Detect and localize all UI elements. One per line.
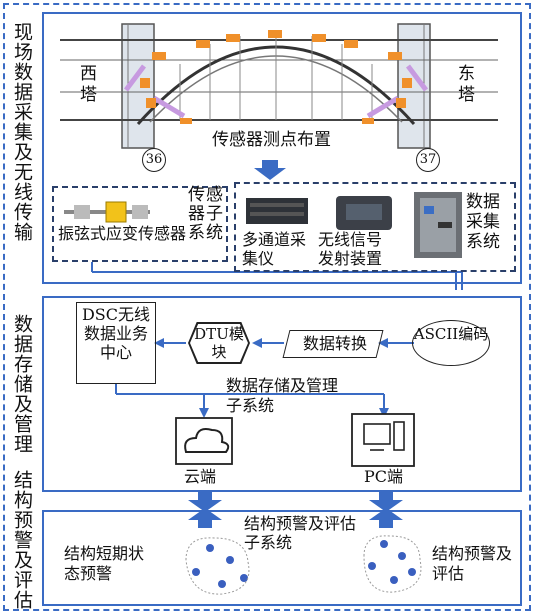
pc-label: PC端 — [364, 467, 404, 486]
cloud-label: 云端 — [184, 467, 217, 486]
wireless-transmitter-photo — [336, 196, 392, 230]
outer-frame — [3, 3, 531, 611]
strain-sensor-photo — [64, 201, 150, 223]
pier-label-right: 37 — [416, 148, 440, 172]
wireless-transmitter-label: 无线信号发射装置 — [318, 230, 383, 268]
sensor-layout-caption: 传感器测点布置 — [212, 130, 331, 150]
arrow-pc-down — [369, 492, 403, 512]
section-label-field: 现场数据采集及无线传输 — [11, 22, 33, 242]
warning-section-box — [42, 510, 522, 606]
short-term-warning-label: 结构短期状态预警 — [64, 544, 145, 583]
multichannel-instrument-label: 多通道采集仪 — [242, 230, 307, 268]
sensor-subsystem-label: 传感器子系统 — [188, 185, 224, 243]
field-section-box — [42, 12, 522, 284]
warning-subsystem-label: 结构预警及评估子系统 — [244, 514, 357, 552]
sensor-group-box — [52, 186, 228, 262]
strain-sensor-label: 振弦式应变传感器 — [58, 224, 187, 243]
acquisition-group-box — [234, 182, 516, 272]
storage-section-box — [42, 296, 522, 492]
network-icon-left — [185, 537, 250, 595]
section-label-warning: 结构预警及评估 — [11, 470, 33, 610]
data-cabinet-photo — [414, 192, 462, 258]
arrow-caption-down — [254, 160, 286, 180]
warning-evaluation-label: 结构预警及评估 — [432, 544, 513, 583]
section-label-storage: 数据存储及管理 — [11, 314, 33, 454]
dtu-module-inner: DTU模块 — [190, 324, 248, 362]
ascii-encoding-ellipse: ASCII编码 — [412, 320, 490, 366]
storage-subsystem-label: 数据存储及管理子系统 — [226, 376, 339, 415]
west-tower-label: 西塔 — [80, 64, 97, 105]
cloud-icon — [175, 417, 233, 465]
data-conversion-label: 数据转换 — [302, 334, 367, 353]
pier-label-left: 36 — [142, 148, 166, 172]
arrow-cloud-down — [188, 492, 222, 512]
acquisition-system-label: 数据采集系统 — [466, 192, 500, 252]
bridge-drawing — [60, 23, 498, 149]
network-icon-right — [363, 535, 422, 593]
acquisition-instrument-photo — [246, 198, 308, 224]
pc-icon — [351, 413, 415, 467]
east-tower-label: 东塔 — [458, 64, 475, 105]
dsc-center-box: DSC无线数据业务中心 — [76, 302, 156, 384]
